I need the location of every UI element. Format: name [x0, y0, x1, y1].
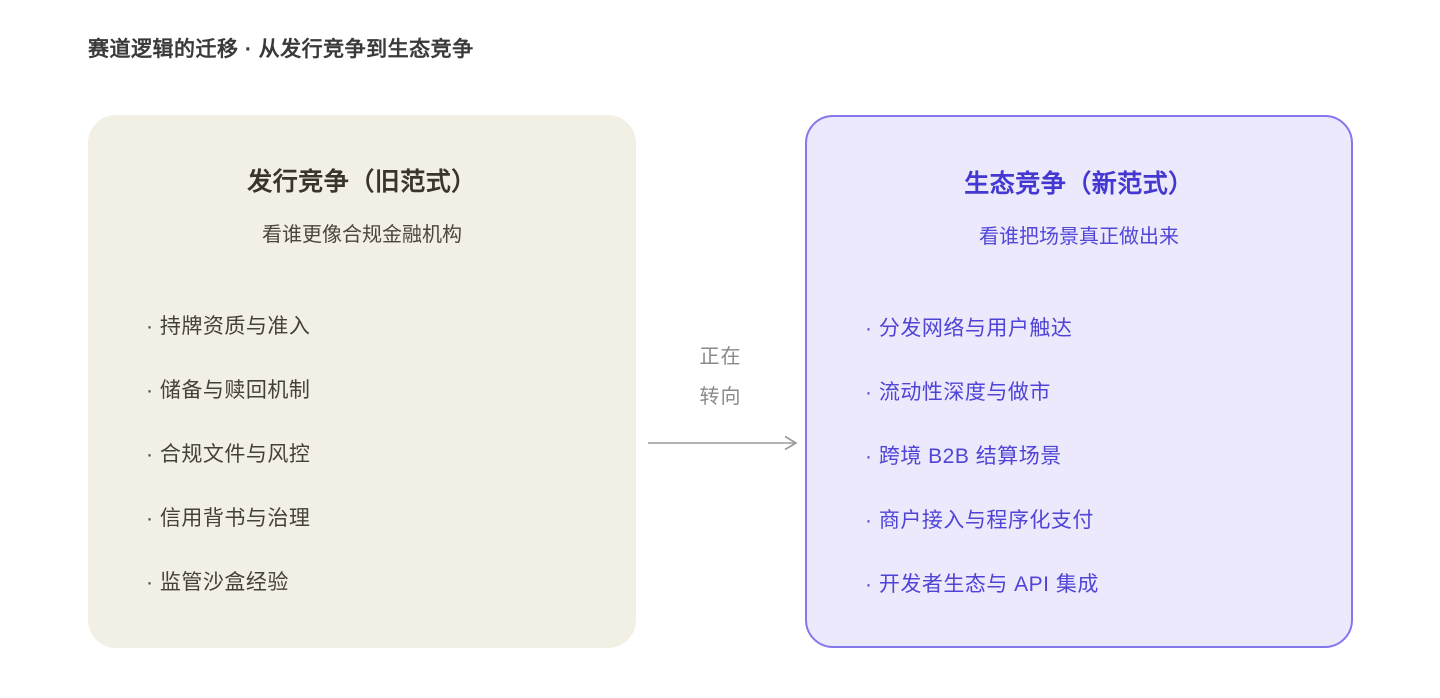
old-paradigm-card: 发行竞争（旧范式） 看谁更像合规金融机构 · 持牌资质与准入 · 储备与赎回机制…: [88, 115, 636, 648]
list-item: · 流动性深度与做市: [865, 381, 1051, 404]
list-item: · 开发者生态与 API 集成: [865, 573, 1099, 596]
transition-label-line2: 转向: [699, 386, 742, 408]
list-item: · 跨境 B2B 结算场景: [865, 445, 1062, 468]
transition-zone: 正在 转向: [636, 115, 805, 648]
list-item: · 储备与赎回机制: [146, 379, 311, 402]
old-paradigm-title: 发行竞争（旧范式）: [247, 168, 477, 196]
new-paradigm-subtitle: 看谁把场景真正做出来: [979, 226, 1179, 248]
list-item: · 监管沙盒经验: [146, 571, 289, 594]
right-arrow-icon: [648, 435, 798, 451]
old-paradigm-list: · 持牌资质与准入 · 储备与赎回机制 · 合规文件与风控 · 信用背书与治理 …: [88, 315, 636, 594]
page-title: 赛道逻辑的迁移 · 从发行竞争到生态竞争: [88, 38, 474, 61]
new-paradigm-list: · 分发网络与用户触达 · 流动性深度与做市 · 跨境 B2B 结算场景 · 商…: [807, 317, 1351, 596]
list-item: · 持牌资质与准入: [146, 315, 311, 338]
new-paradigm-title: 生态竞争（新范式）: [964, 170, 1194, 198]
list-item: · 信用背书与治理: [146, 507, 311, 530]
transition-label: 正在 转向: [636, 337, 805, 417]
list-item: · 分发网络与用户触达: [865, 317, 1073, 340]
new-paradigm-card: 生态竞争（新范式） 看谁把场景真正做出来 · 分发网络与用户触达 · 流动性深度…: [805, 115, 1353, 648]
old-paradigm-subtitle: 看谁更像合规金融机构: [262, 224, 462, 246]
list-item: · 合规文件与风控: [146, 443, 311, 466]
transition-label-line1: 正在: [699, 346, 742, 368]
list-item: · 商户接入与程序化支付: [865, 509, 1094, 532]
